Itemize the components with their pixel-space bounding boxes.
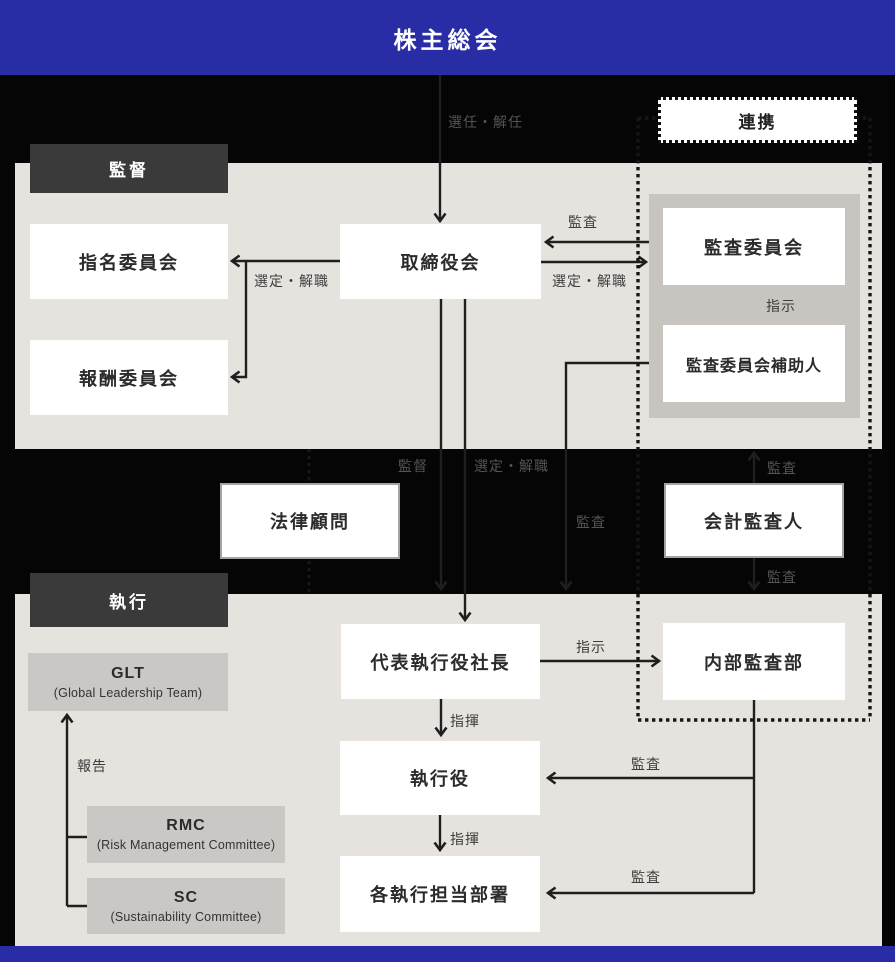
label-report-to-glt: 報告 [77,758,107,774]
legal-advisor-label: 法律顧問 [270,512,350,532]
node-president-ceo: 代表執行役社長 [341,624,540,699]
label-audit-exec-departments: 監査 [631,869,661,885]
node-accounting-auditor: 会計監査人 [664,483,844,558]
node-legal-advisor: 法律顧問 [220,483,400,559]
executive-officers-label: 執行役 [410,769,470,789]
internal-audit-dept-label: 内部監査部 [704,652,804,673]
rmc-label: RMC [166,817,206,834]
glt-sublabel: (Global Leadership Team) [53,685,203,700]
bottom-accent-bar [0,946,895,962]
label-supervise: 監督 [398,458,428,474]
president-ceo-label: 代表執行役社長 [370,652,511,673]
page-title: 株主総会 [393,26,502,53]
node-executive-departments: 各執行担当部署 [340,856,540,932]
label-audit-exec-officers: 監査 [631,756,661,772]
edge-audit-from-assistant [566,361,663,589]
section-label-supervision: 監督 [30,144,228,193]
edge-board-to-compensation [232,261,248,377]
node-audit-committee: 監査委員会 [663,208,845,285]
sc-sublabel: (Sustainability Committee) [110,909,262,924]
label-command-to-officers: 指揮 [450,713,480,729]
sc-label: SC [173,888,199,906]
accounting-auditor-label: 会計監査人 [704,511,804,532]
node-audit-committee-assistant: 監査委員会補助人 [663,325,845,402]
label-select-remove-audit-committee: 選定・解職 [552,273,627,289]
nomination-committee-label: 指名委員会 [79,252,179,273]
board-of-directors-label: 取締役会 [400,252,481,273]
label-audit-to-board: 監査 [568,214,598,230]
label-appoint-dismiss: 選任・解任 [448,114,523,130]
label-select-remove-president: 選定・解職 [474,458,549,474]
label-select-remove-committees: 選定・解職 [254,273,329,289]
audit-committee-label: 監査委員会 [704,237,804,258]
cooperation-box: 連携 [658,97,857,143]
glt-label: GLT [111,664,145,682]
node-compensation-committee: 報酬委員会 [30,340,228,415]
cooperation-label-text: 連携 [738,112,777,132]
compensation-committee-label: 報酬委員会 [79,368,179,389]
node-board-of-directors: 取締役会 [340,224,541,299]
label-auditor-audit-up: 監査 [767,460,797,476]
label-audit-from-assistant: 監査 [576,514,606,530]
node-sc: SC (Sustainability Committee) [87,878,285,934]
node-internal-audit-dept: 内部監査部 [663,623,845,700]
label-instruct-internal-audit: 指示 [576,639,606,655]
shareholders-meeting-banner: 株主総会 [0,0,895,75]
section-label-execution: 執行 [30,573,228,627]
label-instruct-assistant: 指示 [766,298,796,314]
executive-departments-label: 各執行担当部署 [370,885,510,905]
supervision-label-text: 監督 [109,161,149,180]
audit-committee-assistant-label: 監査委員会補助人 [685,357,822,375]
node-executive-officers: 執行役 [340,741,540,815]
label-command-to-departments: 指揮 [450,831,480,847]
node-rmc: RMC (Risk Management Committee) [87,806,285,863]
node-nomination-committee: 指名委員会 [30,224,228,299]
execution-label-text: 執行 [109,592,149,612]
rmc-sublabel: (Risk Management Committee) [96,838,276,852]
label-auditor-audit-down: 監査 [767,569,797,585]
node-glt: GLT (Global Leadership Team) [28,653,228,711]
